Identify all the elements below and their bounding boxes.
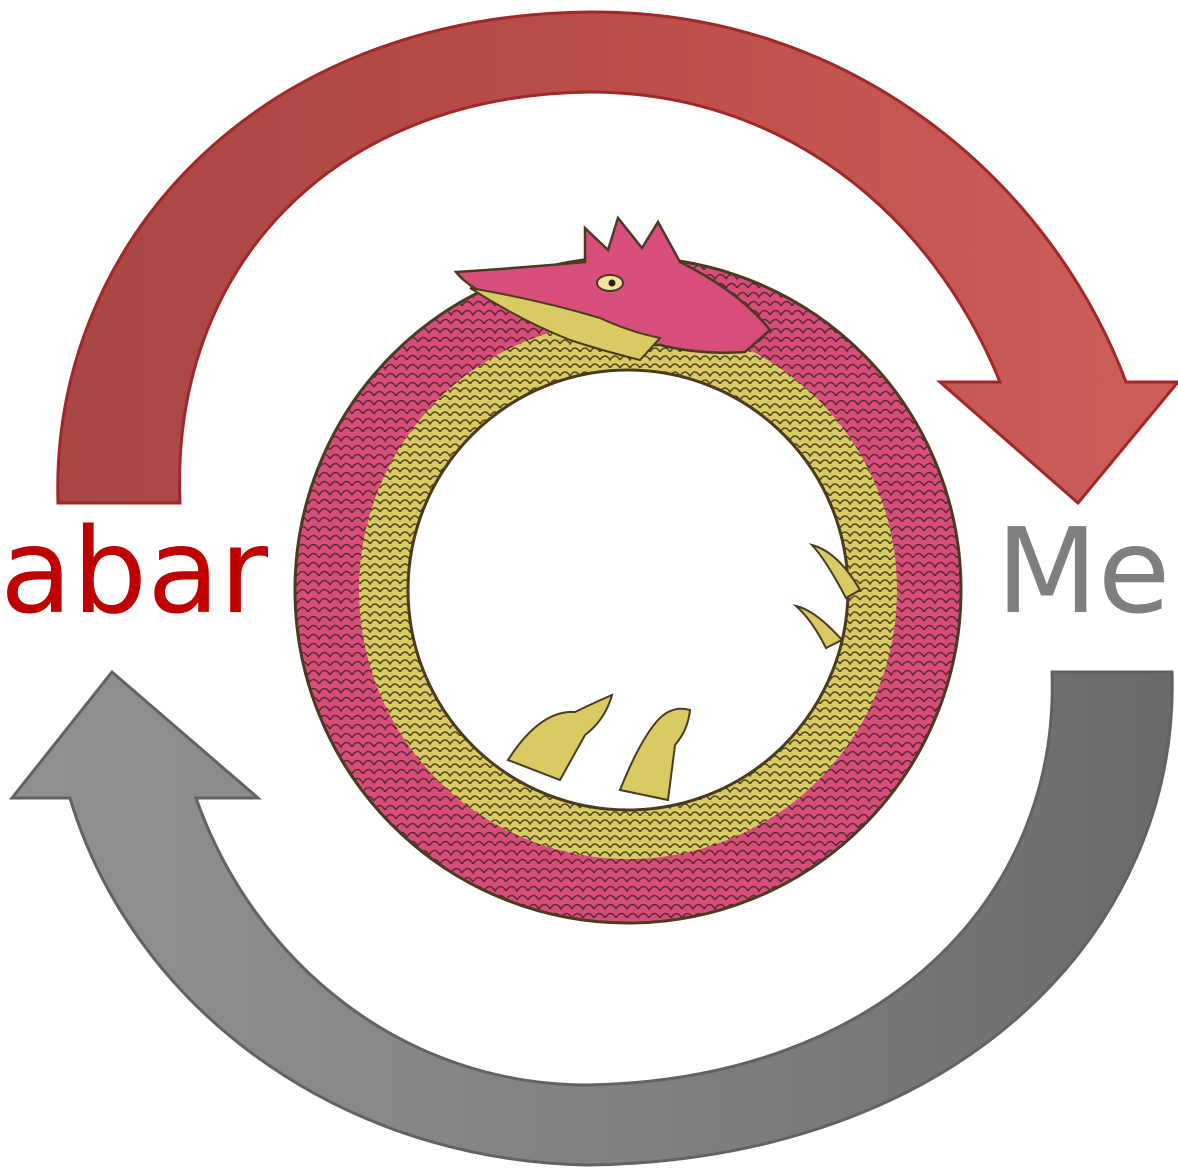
right-word: Me [996,502,1170,640]
ouroboros-icon [295,218,961,923]
left-word: abar [0,502,269,640]
